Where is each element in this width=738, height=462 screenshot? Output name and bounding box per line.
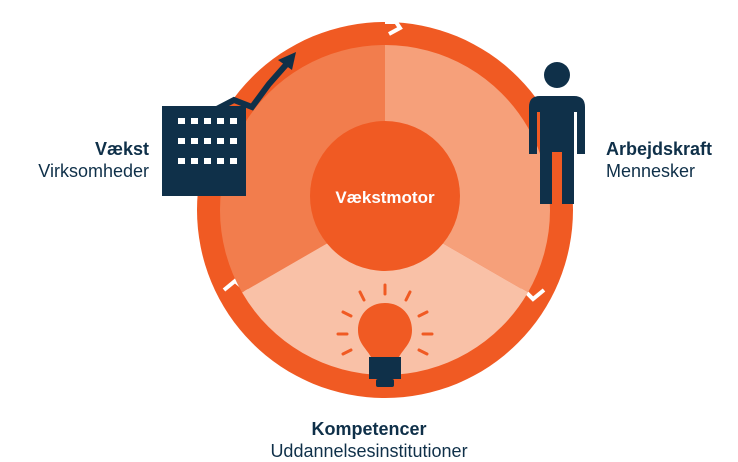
label-arbejdskraft: Arbejdskraft Mennesker <box>606 139 712 182</box>
label-kompetencer-subtitle: Uddannelsesinstitutioner <box>270 440 468 461</box>
center-label: Vækstmotor <box>335 188 435 207</box>
label-kompetencer: Kompetencer Uddannelsesinstitutioner <box>0 419 738 462</box>
center-hub <box>310 121 460 271</box>
label-vaekst: Vækst Virksomheder <box>18 139 149 182</box>
label-arbejdskraft-subtitle: Mennesker <box>606 160 696 181</box>
ring-arrow-top <box>385 20 403 36</box>
label-arbejdskraft-title: Arbejdskraft <box>606 139 713 159</box>
lightbulb-icon <box>336 283 434 387</box>
label-kompetencer-title: Kompetencer <box>311 419 427 439</box>
label-vaekst-title: Vækst <box>94 139 149 159</box>
label-vaekst-subtitle: Virksomheder <box>38 160 149 181</box>
person-icon <box>529 62 585 204</box>
building-growth-icon <box>162 52 296 196</box>
